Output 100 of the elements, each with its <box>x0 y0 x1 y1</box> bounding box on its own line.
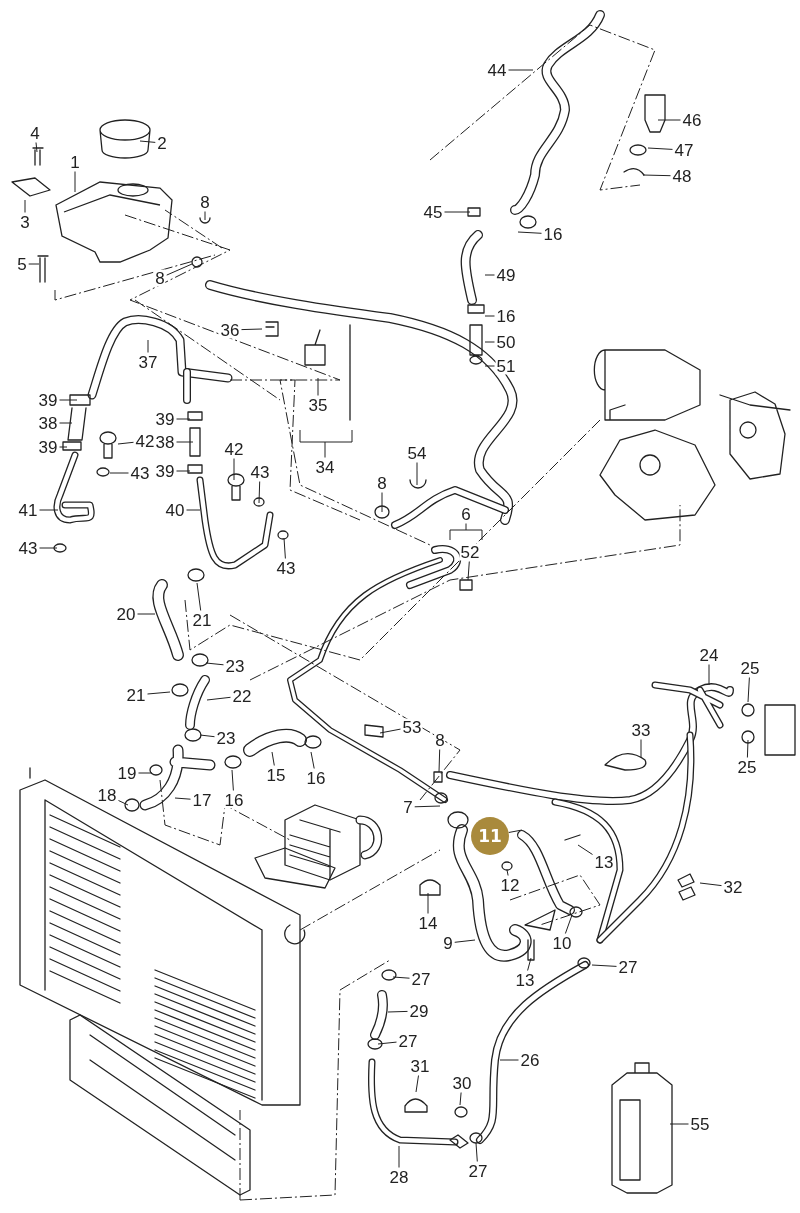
callout-number: 27 <box>617 958 639 976</box>
callout-number: 14 <box>417 914 439 932</box>
callout-number: 35 <box>307 396 329 414</box>
callout-number: 21 <box>191 611 213 629</box>
callout-number: 16 <box>542 225 564 243</box>
callout-number: 23 <box>224 657 246 675</box>
leader-line <box>427 892 429 914</box>
callout-number: 39 <box>37 391 59 409</box>
leader-line <box>310 751 315 769</box>
callout-number: 9 <box>442 934 454 952</box>
leader-line <box>39 509 59 511</box>
leader-line <box>233 458 235 481</box>
leader-line <box>317 377 319 396</box>
leader-line <box>139 140 156 143</box>
leader-line <box>398 1145 400 1168</box>
leader-line <box>137 613 156 615</box>
callout-number: 21 <box>125 686 147 704</box>
leader-line <box>527 957 532 971</box>
leader-line <box>109 472 129 474</box>
leader-line <box>205 662 224 666</box>
leader-line <box>438 749 441 773</box>
callout-number: 42 <box>134 432 156 450</box>
callout-number: 55 <box>689 1115 711 1133</box>
callout-number: 12 <box>499 876 521 894</box>
leader-line <box>444 211 471 213</box>
leader-line <box>669 1123 689 1125</box>
callout-number: 40 <box>164 501 186 519</box>
leader-line <box>379 728 401 734</box>
leader-line <box>324 441 326 458</box>
leader-line <box>508 69 534 71</box>
leader-line <box>657 119 681 121</box>
leader-line <box>640 739 642 759</box>
callout-number: 22 <box>231 687 253 705</box>
callout-number: 36 <box>219 321 241 339</box>
leader-line <box>241 328 263 331</box>
callout-number: 53 <box>401 718 423 736</box>
callout-number: 28 <box>388 1168 410 1186</box>
callout-number: 47 <box>673 141 695 159</box>
callout-number: 8 <box>154 269 166 287</box>
callout-number: 8 <box>434 731 446 749</box>
leader-line <box>117 441 134 445</box>
callout-number: 31 <box>409 1057 431 1075</box>
callout-number: 5 <box>16 255 28 273</box>
leader-line <box>708 664 710 686</box>
leader-line <box>283 537 286 559</box>
leader-line <box>271 751 275 766</box>
leader-line <box>59 422 73 424</box>
leader-line <box>577 844 593 855</box>
leader-line <box>415 1075 419 1093</box>
leader-line <box>747 677 750 703</box>
leader-line <box>506 869 509 876</box>
leader-line <box>564 914 573 934</box>
callout-number: 8 <box>376 474 388 492</box>
leader-line <box>204 211 206 221</box>
callout-number: 43 <box>275 559 297 577</box>
leader-line <box>416 462 418 486</box>
leader-line <box>59 446 68 448</box>
callout-number: 39 <box>154 462 176 480</box>
leader-line <box>508 829 523 833</box>
callout-number: 20 <box>115 605 137 623</box>
leader-line <box>28 263 40 265</box>
callout-number: 2 <box>156 134 168 152</box>
callout-number: 37 <box>137 353 159 371</box>
leader-line <box>465 523 467 531</box>
leader-line <box>454 939 476 943</box>
leader-line <box>699 882 722 887</box>
callout-number: 43 <box>129 464 151 482</box>
leader-line <box>186 509 201 511</box>
callout-number: 1 <box>69 153 81 171</box>
callout-number: 6 <box>460 505 472 523</box>
callout-number: 27 <box>410 970 432 988</box>
callout-number: 52 <box>459 543 481 561</box>
leader-line <box>591 964 617 967</box>
leader-line <box>206 696 231 701</box>
callout-number: 43 <box>17 539 39 557</box>
callout-number: 39 <box>154 410 176 428</box>
leader-line <box>118 800 129 806</box>
callout-number: 42 <box>223 440 245 458</box>
callout-number: 24 <box>698 646 720 664</box>
callout-number: 29 <box>408 1002 430 1020</box>
callout-number: 13 <box>593 853 615 871</box>
callout-number: 48 <box>671 167 693 185</box>
callout-number: 33 <box>630 721 652 739</box>
callout-number: 8 <box>199 193 211 211</box>
callout-number: 38 <box>37 414 59 432</box>
leader-line <box>166 263 193 276</box>
leader-line <box>484 274 495 276</box>
leader-line <box>231 769 234 791</box>
leader-line <box>199 734 215 738</box>
leader-line <box>176 418 191 420</box>
callout-number: 30 <box>451 1074 473 1092</box>
leader-line <box>176 470 191 472</box>
leader-line <box>647 147 673 150</box>
callout-number: 15 <box>265 766 287 784</box>
callout-number: 45 <box>422 203 444 221</box>
callout-number: 51 <box>495 357 517 375</box>
leader-line <box>517 231 542 234</box>
leader-line <box>35 142 38 153</box>
leader-line <box>74 171 76 193</box>
leader-line <box>258 481 261 504</box>
